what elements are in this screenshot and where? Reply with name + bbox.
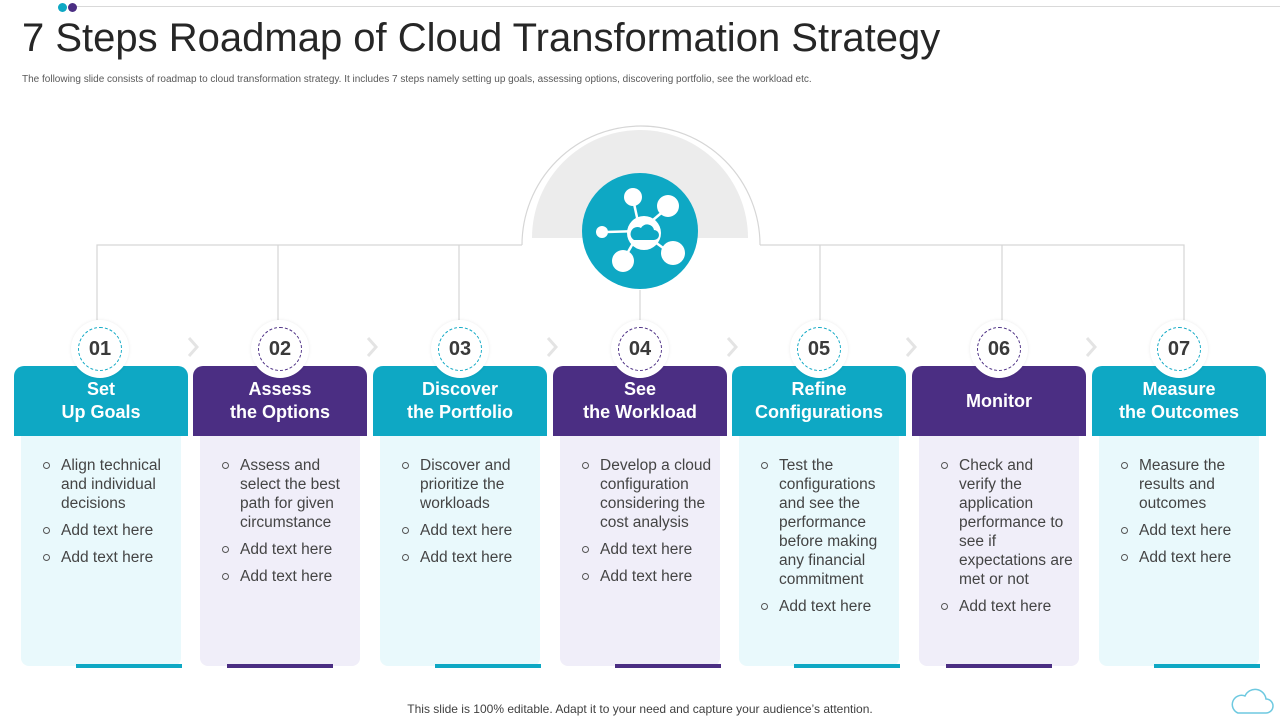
hub-connector-diagram — [96, 125, 1185, 320]
step-accent-bar — [1154, 664, 1260, 668]
step-number-badge: 04 — [613, 322, 667, 376]
bullet-item: Add text here — [582, 540, 714, 559]
bullet-item: Discover and prioritize the workloads — [402, 456, 534, 513]
step-accent-bar — [615, 664, 721, 668]
bullet-item: Add text here — [582, 567, 714, 586]
step-number-badge: 02 — [253, 322, 307, 376]
bullet-item: Add text here — [222, 540, 354, 559]
chevron-right-icon — [726, 337, 739, 357]
step-title: Measure the Outcomes — [1092, 366, 1266, 436]
bullet-item: Add text here — [1121, 521, 1253, 540]
step-body: Align technical and individual decisions… — [21, 436, 181, 666]
step-title: Monitor — [912, 366, 1086, 436]
step-number-badge: 05 — [792, 322, 846, 376]
step-title-text: Monitor — [966, 390, 1032, 411]
step-body: Check and verify the application perform… — [919, 436, 1079, 666]
step-title-text: Refine Configurations — [755, 379, 883, 422]
bullet-item: Check and verify the application perform… — [941, 456, 1073, 589]
step-number-badge: 06 — [972, 322, 1026, 376]
chevron-right-icon — [1085, 337, 1098, 357]
teal-dot — [58, 3, 67, 12]
top-rule — [72, 6, 1280, 7]
step-accent-bar — [227, 664, 333, 668]
bullet-item: Add text here — [222, 567, 354, 586]
step-number: 01 — [88, 337, 112, 360]
step-title-text: Assess the Options — [230, 379, 330, 422]
page-title: 7 Steps Roadmap of Cloud Transformation … — [22, 16, 941, 60]
bullet-item: Align technical and individual decisions — [43, 456, 175, 513]
bullet-item: Assess and select the best path for give… — [222, 456, 354, 532]
step-title: Discover the Portfolio — [373, 366, 547, 436]
bullet-item: Measure the results and outcomes — [1121, 456, 1253, 513]
step-number: 03 — [448, 337, 472, 360]
purple-dot — [68, 3, 77, 12]
step-body: Develop a cloud configuration considerin… — [560, 436, 720, 666]
connector-drops — [277, 245, 1003, 320]
footer-note: This slide is 100% editable. Adapt it to… — [407, 702, 873, 716]
step-bullets: Assess and select the best path for give… — [222, 456, 354, 594]
step-title-text: Discover the Portfolio — [407, 379, 513, 422]
page-subtitle: The following slide consists of roadmap … — [22, 74, 812, 85]
connector-lines — [96, 244, 1185, 320]
bullet-item: Add text here — [43, 521, 175, 540]
cloud-network-icon — [582, 173, 698, 289]
cloud-logo-icon — [1231, 688, 1274, 714]
bullet-item: Test the configurations and see the perf… — [761, 456, 893, 589]
step-title: See the Workload — [553, 366, 727, 436]
bullet-item: Add text here — [761, 597, 893, 616]
step-body: Assess and select the best path for give… — [200, 436, 360, 666]
bullet-item: Add text here — [402, 548, 534, 567]
step-number: 02 — [268, 337, 292, 360]
step-number: 06 — [987, 337, 1011, 360]
bullet-item: Add text here — [402, 521, 534, 540]
step-bullets: Test the configurations and see the perf… — [761, 456, 893, 624]
chevron-right-icon — [905, 337, 918, 357]
step-title-text: Measure the Outcomes — [1118, 379, 1240, 422]
step-bullets: Check and verify the application perform… — [941, 456, 1073, 624]
chevron-right-icon — [187, 337, 200, 357]
step-title-text: See the Workload — [583, 379, 697, 422]
step-number-badge: 07 — [1152, 322, 1206, 376]
step-number-badge: 01 — [73, 322, 127, 376]
bullet-item: Add text here — [1121, 548, 1253, 567]
step-body: Test the configurations and see the perf… — [739, 436, 899, 666]
hub-arc-outline — [521, 125, 761, 246]
step-number: 04 — [628, 337, 652, 360]
step-bullets: Align technical and individual decisions… — [43, 456, 175, 575]
step-title: Set Up Goals — [14, 366, 188, 436]
step-accent-bar — [435, 664, 541, 668]
step-title-text: Set Up Goals — [61, 379, 141, 422]
step-accent-bar — [76, 664, 182, 668]
chevron-right-icon — [546, 337, 559, 357]
step-number-badge: 03 — [433, 322, 487, 376]
step-number: 07 — [1167, 337, 1191, 360]
chevron-right-icon — [366, 337, 379, 357]
step-accent-bar — [946, 664, 1052, 668]
step-accent-bar — [794, 664, 900, 668]
bullet-item: Add text here — [43, 548, 175, 567]
step-title: Assess the Options — [193, 366, 367, 436]
bullet-item: Develop a cloud configuration considerin… — [582, 456, 714, 532]
step-title: Refine Configurations — [732, 366, 906, 436]
step-number: 05 — [807, 337, 831, 360]
step-bullets: Develop a cloud configuration considerin… — [582, 456, 714, 594]
bullet-item: Add text here — [941, 597, 1073, 616]
